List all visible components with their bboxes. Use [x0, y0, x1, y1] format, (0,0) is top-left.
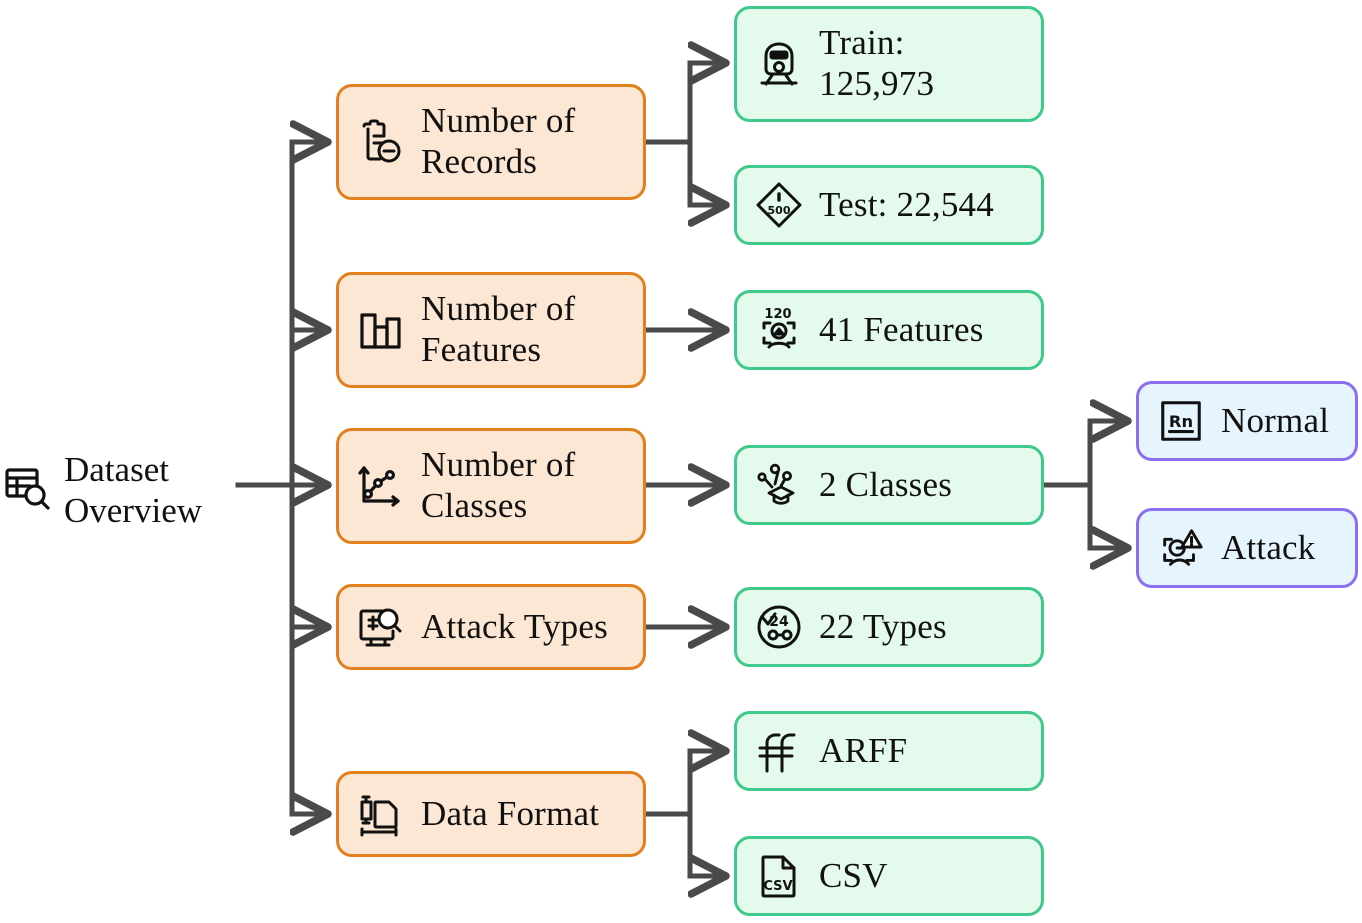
csv-file-icon: CSV — [753, 850, 805, 902]
svg-text:500: 500 — [768, 204, 791, 217]
root-label: Dataset Overview — [64, 450, 203, 530]
node-test-records[interactable]: 500 Test: 22,544 — [734, 165, 1044, 245]
train-icon — [753, 38, 805, 90]
rn-box-icon: Rn — [1155, 395, 1207, 447]
face-scan-120-icon: 120 — [753, 304, 805, 356]
face-scan-warning-icon — [1155, 522, 1207, 574]
clock-24-wrench-icon: 24 — [753, 601, 805, 653]
svg-text:120: 120 — [764, 307, 791, 322]
node-label: Number of Classes — [421, 445, 576, 525]
node-label: Attack — [1221, 527, 1316, 567]
node-label: 41 Features — [819, 309, 984, 349]
node-attack-types[interactable]: Attack Types — [336, 584, 646, 670]
line-chart-icon — [355, 460, 407, 512]
node-label: Normal — [1221, 400, 1330, 440]
node-train-records[interactable]: Train: 125,973 — [734, 6, 1044, 122]
node-attack-type-count[interactable]: 24 22 Types — [734, 587, 1044, 667]
node-data-format[interactable]: Data Format — [336, 771, 646, 857]
bar-chart-icon — [355, 304, 407, 356]
node-class-attack[interactable]: Attack — [1136, 508, 1358, 588]
svg-text:Rn: Rn — [1169, 412, 1193, 431]
node-label: Attack Types — [421, 606, 608, 646]
data-format-icon — [355, 788, 407, 840]
node-number-of-records[interactable]: Number of Records — [336, 84, 646, 200]
clipboard-minus-icon — [355, 116, 407, 168]
svg-text:24: 24 — [769, 614, 789, 630]
node-format-csv[interactable]: CSV CSV — [734, 836, 1044, 916]
root-node[interactable]: Dataset Overview — [4, 450, 202, 531]
monitor-bug-search-icon — [355, 601, 407, 653]
node-label: CSV — [819, 855, 888, 895]
node-class-count[interactable]: 2 Classes — [734, 445, 1044, 525]
node-label: 2 Classes — [819, 464, 953, 504]
node-label: ARFF — [819, 730, 908, 770]
node-label: Number of Features — [421, 289, 576, 369]
node-feature-count[interactable]: 120 41 Features — [734, 290, 1044, 370]
node-label: Test: 22,544 — [819, 184, 994, 224]
dataset-search-icon — [4, 464, 52, 517]
node-label: Number of Records — [421, 101, 576, 181]
node-label: 22 Types — [819, 606, 947, 646]
node-number-of-features[interactable]: Number of Features — [336, 272, 646, 388]
node-format-arff[interactable]: ARFF — [734, 711, 1044, 791]
warning-diamond-500-icon: 500 — [753, 179, 805, 231]
node-label: Data Format — [421, 793, 600, 833]
ff-ligature-icon — [753, 725, 805, 777]
svg-text:CSV: CSV — [763, 879, 792, 894]
graduation-cluster-icon — [753, 459, 805, 511]
node-class-normal[interactable]: Rn Normal — [1136, 381, 1358, 461]
node-label: Train: 125,973 — [819, 23, 935, 103]
node-number-of-classes[interactable]: Number of Classes — [336, 428, 646, 544]
